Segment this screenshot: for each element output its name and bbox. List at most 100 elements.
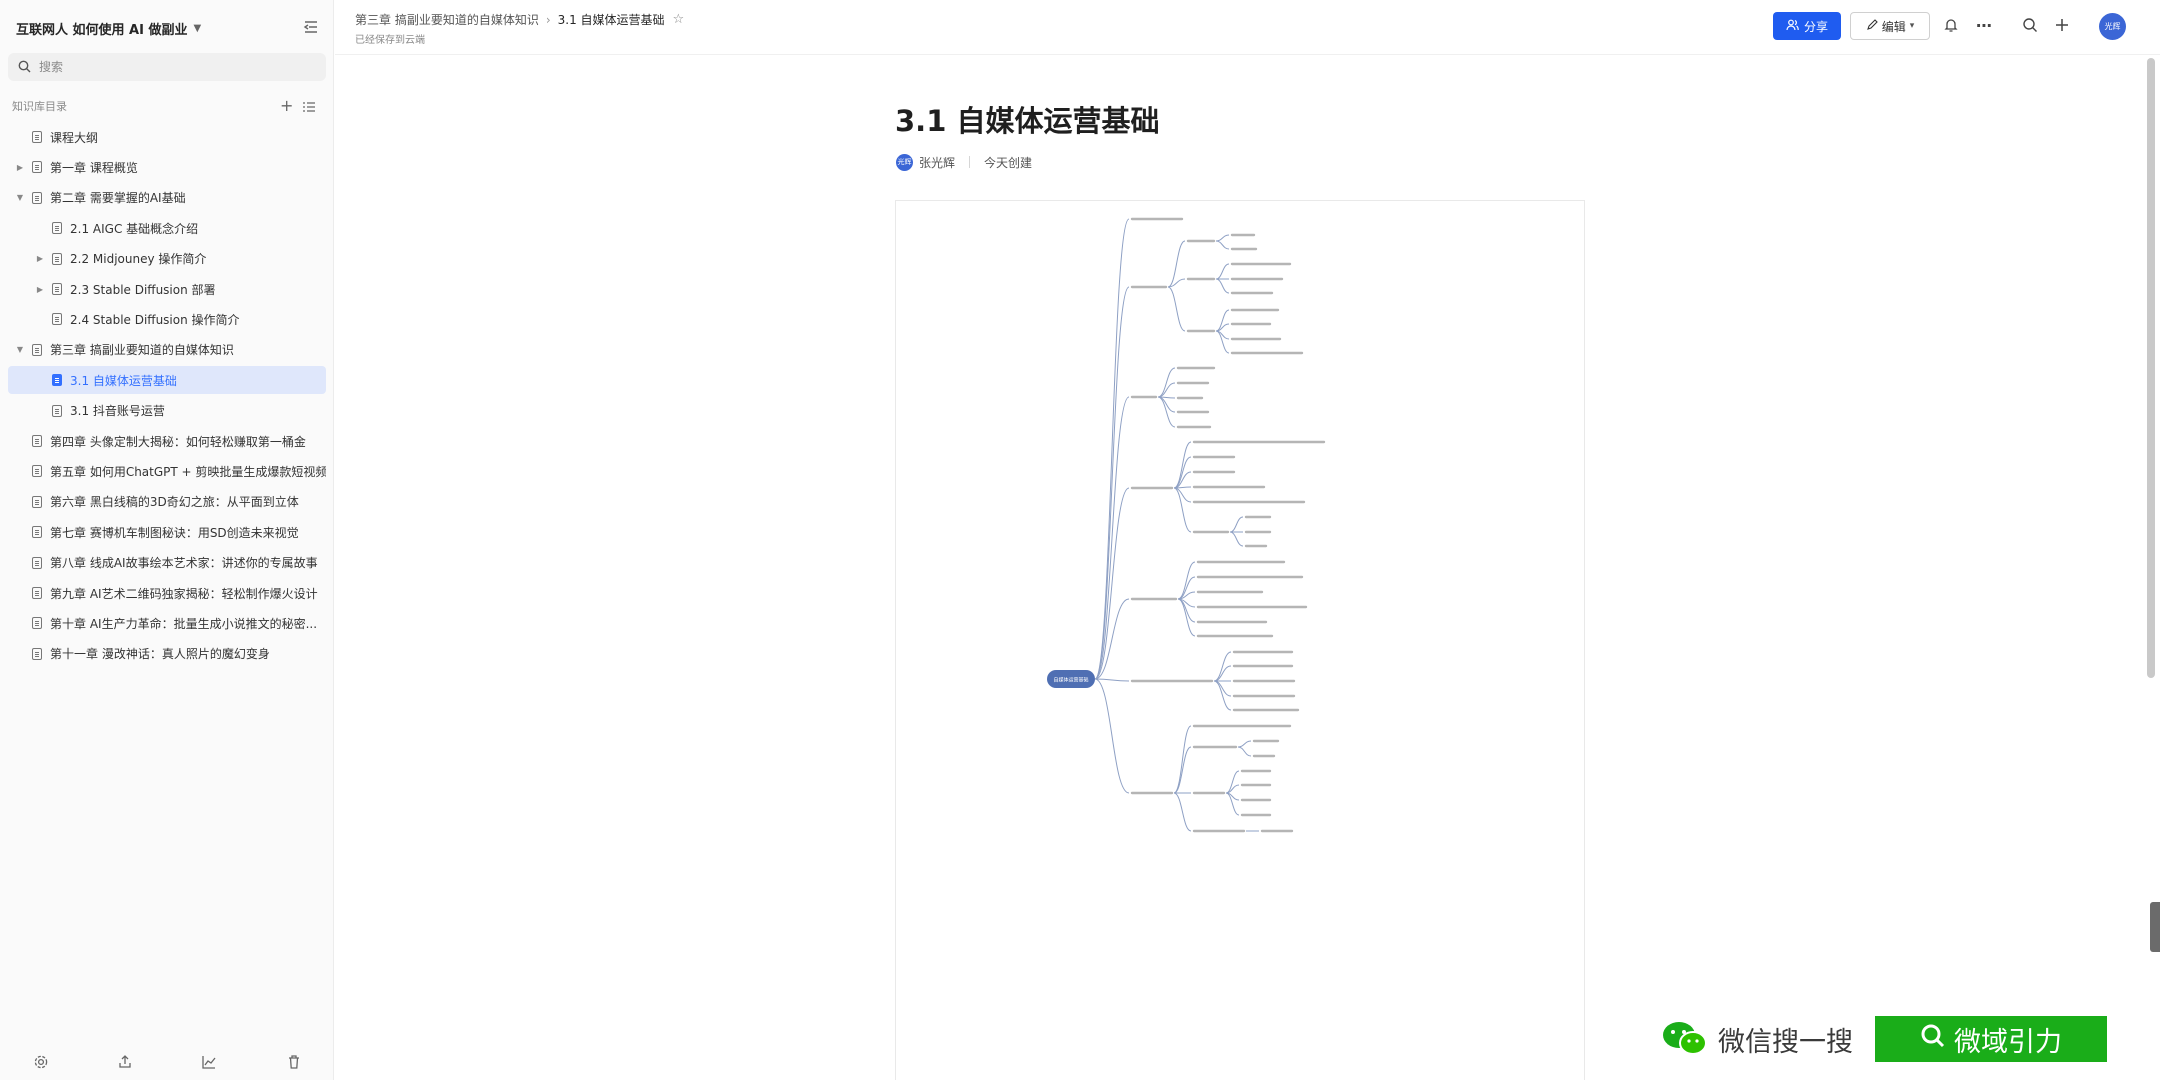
sidebar-item[interactable]: 2.1 AIGC 基础概念介绍 [8, 214, 326, 242]
sidebar-item[interactable]: 第四章 头像定制大揭秘：如何轻松赚取第一桶金 [8, 427, 326, 455]
sidebar-item-label: 第三章 搞副业要知道的自媒体知识 [50, 343, 234, 358]
chevron-down-icon: ▾ [1909, 21, 1915, 31]
directory-header: 知识库目录 + [12, 96, 326, 116]
sidebar-footer [0, 1050, 334, 1076]
document-icon [32, 465, 42, 478]
mindmap-edge [1177, 598, 1196, 637]
mindmap-edge [1215, 263, 1230, 280]
sidebar-item[interactable]: 第五章 如何用ChatGPT + 剪映批量生成爆款短视频 [8, 457, 326, 485]
search-input[interactable] [37, 59, 301, 75]
page-title: 3.1 自媒体运营基础 [895, 104, 1160, 138]
search-icon [18, 58, 31, 77]
document-icon [32, 526, 42, 539]
mindmap-edge [1173, 725, 1192, 794]
mindmap-edge [1215, 240, 1230, 250]
mindmap-edge [1094, 396, 1130, 680]
sidebar-item[interactable]: 第六章 黑白线稿的3D奇幻之旅：从平面到立体 [8, 488, 326, 516]
document-icon [32, 191, 42, 204]
search-box[interactable] [8, 53, 326, 81]
sidebar-item[interactable]: ▼ 第三章 搞副业要知道的自媒体知识 [8, 336, 326, 364]
sidebar-item[interactable]: ▶ 2.3 Stable Diffusion 部署 [8, 275, 326, 303]
document-icon [32, 647, 42, 660]
sidebar-item-label: 2.3 Stable Diffusion 部署 [70, 282, 216, 297]
sidebar-item[interactable]: 第七章 赛博机车制图秘诀：用SD创造未来视觉 [8, 518, 326, 546]
mindmap-edge [1225, 792, 1240, 816]
sidebar-item-label: 3.1 抖音账号运营 [70, 404, 165, 419]
mindmap-edge [1094, 678, 1130, 682]
sidebar-item-label: 第二章 需要掌握的AI基础 [50, 191, 186, 206]
document-icon [32, 131, 42, 143]
sidebar-item[interactable]: 第十章 AI生产力革命：批量生成小说推文的秘密... [8, 609, 326, 637]
export-icon[interactable] [117, 1054, 133, 1070]
trash-icon[interactable] [286, 1054, 302, 1070]
sidebar-item-label: 2.2 Midjouney 操作简介 [70, 252, 207, 267]
star-icon[interactable]: ☆ [672, 12, 685, 27]
list-icon[interactable] [302, 99, 316, 113]
mindmap-edge [1157, 367, 1176, 398]
watermark-badge: 微域引力 [1875, 1016, 2107, 1062]
breadcrumb-parent[interactable]: 第三章 搞副业要知道的自媒体知识 [355, 13, 539, 27]
wechat-icon [1660, 1019, 1710, 1059]
document-icon [52, 222, 62, 235]
mindmap-edge [1173, 792, 1192, 832]
sidebar-item-label: 第八章 线成AI故事绘本艺术家：讲述你的专属故事 [50, 556, 318, 571]
edit-pen-icon [1866, 18, 1878, 34]
directory-title: 知识库目录 [12, 100, 67, 113]
caret-down-icon[interactable]: ▼ [16, 193, 24, 203]
sidebar-item-label: 第十一章 漫改神话：真人照片的魔幻变身 [50, 647, 270, 662]
scrollbar[interactable] [2147, 58, 2155, 678]
mindmap-edge [1173, 441, 1192, 489]
settings-icon[interactable] [33, 1054, 49, 1070]
plus-icon[interactable] [2053, 17, 2071, 35]
side-panel-handle[interactable] [2150, 902, 2160, 952]
sidebar-item[interactable]: ▶ 2.2 Midjouney 操作简介 [8, 245, 326, 273]
edit-button[interactable]: 编辑 ▾ [1850, 12, 1930, 40]
sidebar-item[interactable]: ▶第一章 课程概览 [8, 153, 326, 181]
sidebar-item[interactable]: 3.1 自媒体运营基础 [8, 366, 326, 395]
share-button[interactable]: 分享 [1773, 12, 1841, 40]
document-icon [32, 587, 42, 599]
sidebar-item[interactable]: ▼ 第二章 需要掌握的AI基础 [8, 184, 326, 212]
mindmap-edge [1157, 396, 1176, 428]
add-icon[interactable]: + [280, 96, 294, 115]
watermark: 微信搜一搜 微域引力 [1660, 1014, 2107, 1064]
mindmap-canvas[interactable]: 自媒体运营基础 [895, 200, 1585, 1080]
sidebar-item[interactable]: 3.1 抖音账号运营 [8, 397, 326, 425]
mindmap-edge [1215, 330, 1230, 354]
mindmap-edge [1167, 240, 1186, 288]
search-icon[interactable] [2021, 17, 2039, 35]
mindmap-edge [1094, 598, 1130, 680]
created-time: 今天创建 [984, 155, 1033, 170]
caret-right-icon[interactable]: ▶ [36, 254, 44, 264]
document-meta: 光辉 张光辉 今天创建 [896, 152, 1032, 172]
caret-down-icon[interactable]: ▼ [16, 345, 24, 355]
caret-down-icon: ▼ [193, 22, 202, 34]
sidebar-item[interactable]: 第八章 线成AI故事绘本艺术家：讲述你的专属故事 [8, 549, 326, 577]
caret-right-icon[interactable]: ▶ [36, 284, 44, 294]
author-name[interactable]: 张光辉 [919, 155, 956, 170]
mindmap-edge [1213, 680, 1232, 711]
knowledge-base-switcher[interactable]: 互联网人 如何使用 AI 做副业 ▼ [16, 16, 201, 40]
share-label: 分享 [1803, 19, 1828, 34]
user-avatar[interactable]: 光辉 [2099, 13, 2126, 40]
sidebar-item[interactable]: 第十一章 漫改神话：真人照片的魔幻变身 [8, 640, 326, 668]
document-icon [52, 313, 62, 326]
bell-icon[interactable] [1942, 17, 1960, 35]
sidebar-item[interactable]: 2.4 Stable Diffusion 操作简介 [8, 305, 326, 333]
more-icon[interactable]: ⋯ [1976, 16, 1992, 35]
mindmap-edge [1229, 516, 1244, 533]
breadcrumb: 第三章 搞副业要知道的自媒体知识 › 3.1 自媒体运营基础 ☆ [355, 11, 684, 28]
sidebar-item-label: 课程大纲 [50, 130, 99, 145]
sidebar-item-label: 第五章 如何用ChatGPT + 剪映批量生成爆款短视频 [50, 464, 326, 479]
mindmap-edge [1177, 561, 1196, 600]
chart-icon[interactable] [201, 1054, 217, 1070]
edit-label: 编辑 [1881, 19, 1906, 34]
sidebar-item[interactable]: 第九章 AI艺术二维码独家揭秘：轻松制作爆火设计 [8, 579, 326, 607]
save-status: 已经保存到云端 [355, 35, 425, 46]
document-icon [32, 495, 42, 508]
caret-right-icon[interactable]: ▶ [16, 162, 24, 172]
collapse-sidebar-icon[interactable] [302, 18, 320, 36]
sidebar-item-label: 2.4 Stable Diffusion 操作简介 [70, 312, 240, 327]
sidebar-item[interactable]: 课程大纲 [8, 123, 326, 151]
divider [969, 156, 971, 168]
